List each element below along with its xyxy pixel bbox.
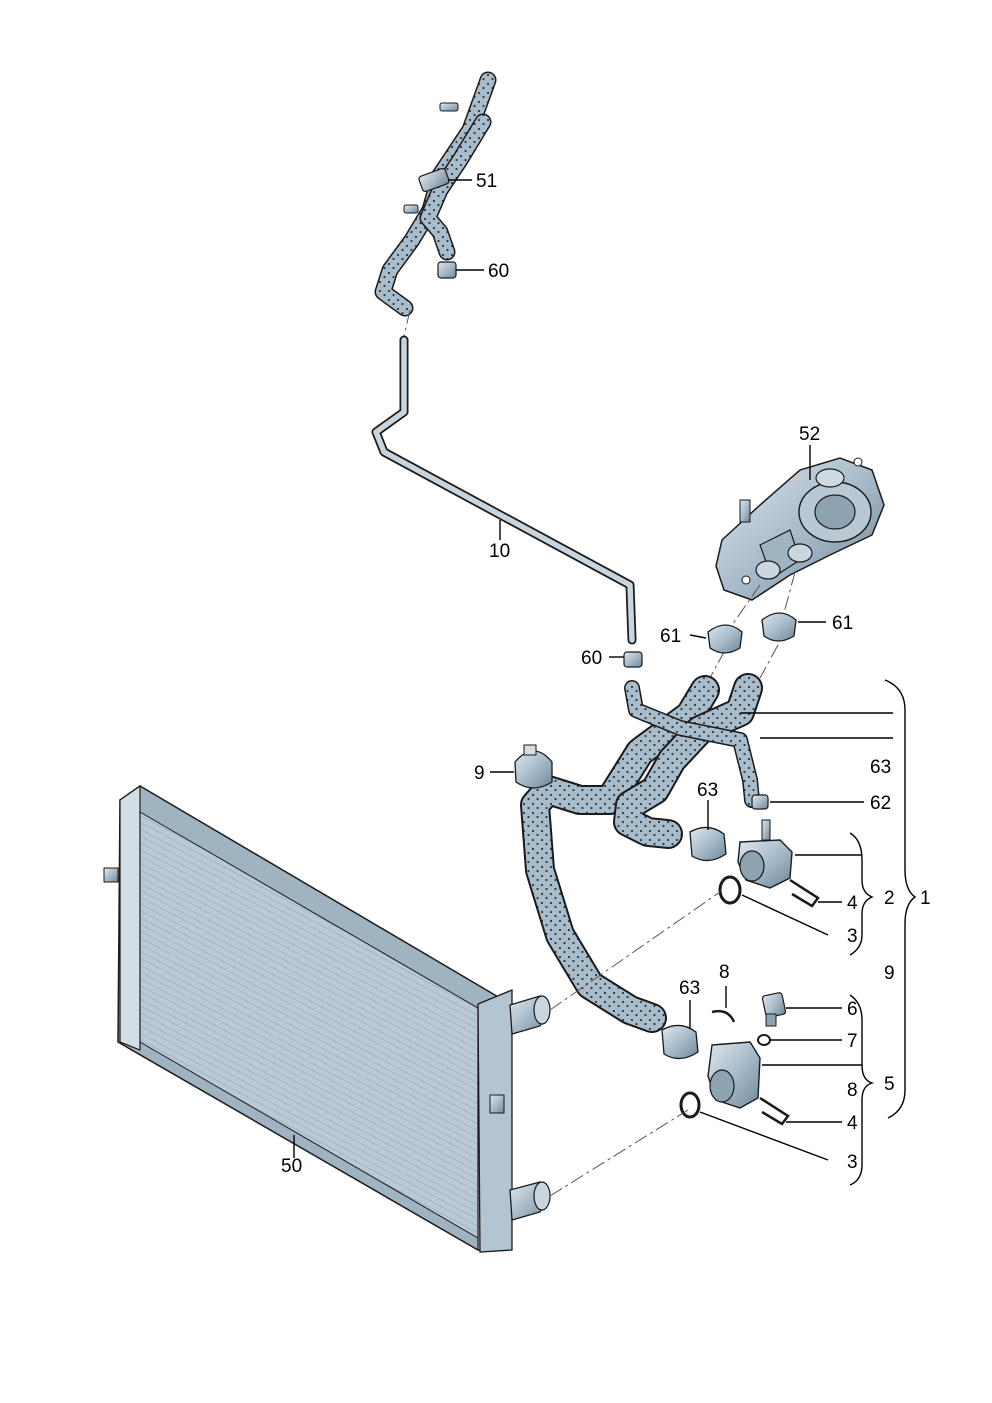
label-52: 52 (799, 424, 820, 445)
label-9-left: 9 (474, 763, 485, 784)
circlip (711, 1009, 736, 1023)
connection-line (709, 649, 726, 679)
label-61-left: 61 (660, 626, 681, 647)
hose-clamp-62 (751, 794, 769, 810)
coolant-flange-upper (737, 819, 793, 889)
label-62: 62 (870, 793, 891, 814)
connection-line (549, 1109, 689, 1197)
hose-clamp-61-right (761, 612, 797, 642)
hose-clamp-61-left (707, 624, 743, 654)
radiator (103, 784, 551, 1253)
label-4-upper: 4 (847, 893, 858, 914)
label-5: 5 (884, 1074, 895, 1095)
callout-labels: 51 60 52 10 61 61 60 63 9 62 63 2 1 4 3 … (281, 171, 931, 1177)
hose-clamp-63-upper (689, 826, 727, 862)
coolant-pump-housing (715, 457, 885, 601)
label-60-lower: 60 (581, 648, 602, 669)
retaining-clip-upper (789, 878, 820, 908)
label-63-lower: 63 (679, 978, 700, 999)
label-1: 1 (920, 888, 931, 909)
label-4-lower: 4 (847, 1113, 858, 1134)
connection-line (549, 891, 721, 1011)
label-51: 51 (476, 171, 497, 192)
connection-line (403, 309, 411, 337)
coolant-flange-lower (707, 1041, 761, 1109)
label-63-right: 63 (870, 757, 891, 778)
label-60-upper: 60 (488, 261, 509, 282)
connection-line (759, 644, 779, 679)
hose-clamp-9 (514, 744, 553, 789)
connection-line (779, 571, 796, 629)
label-61-right: 61 (832, 613, 853, 634)
bleed-hose (624, 680, 760, 808)
label-10: 10 (489, 541, 510, 562)
temperature-sensor (761, 992, 787, 1027)
coolant-hose-upper (520, 675, 720, 1033)
o-ring-lower (679, 1091, 701, 1119)
retaining-clip-lower (759, 1096, 790, 1126)
hose-clamp-63-lower (661, 1024, 699, 1060)
label-50: 50 (281, 1156, 302, 1177)
hose-clamp-60-lower (623, 651, 643, 668)
leader-lines (293, 179, 893, 1161)
label-63-upper: 63 (697, 780, 718, 801)
heater-hose-assembly (374, 71, 497, 317)
coolant-hose-lower (613, 673, 763, 849)
sensor-seal (757, 1034, 771, 1046)
o-ring-upper (718, 875, 742, 905)
label-8-lower: 8 (847, 1080, 858, 1101)
label-3-lower: 3 (847, 1152, 858, 1173)
label-2: 2 (884, 888, 895, 909)
label-3-upper: 3 (847, 926, 858, 947)
assembly-brackets (849, 679, 917, 1186)
label-7: 7 (847, 1031, 858, 1052)
label-8-upper: 8 (719, 962, 730, 983)
coolant-pipe (371, 335, 637, 645)
hose-clamp-60-upper (437, 261, 457, 279)
label-9-right: 9 (884, 963, 895, 984)
label-6: 6 (847, 999, 858, 1020)
